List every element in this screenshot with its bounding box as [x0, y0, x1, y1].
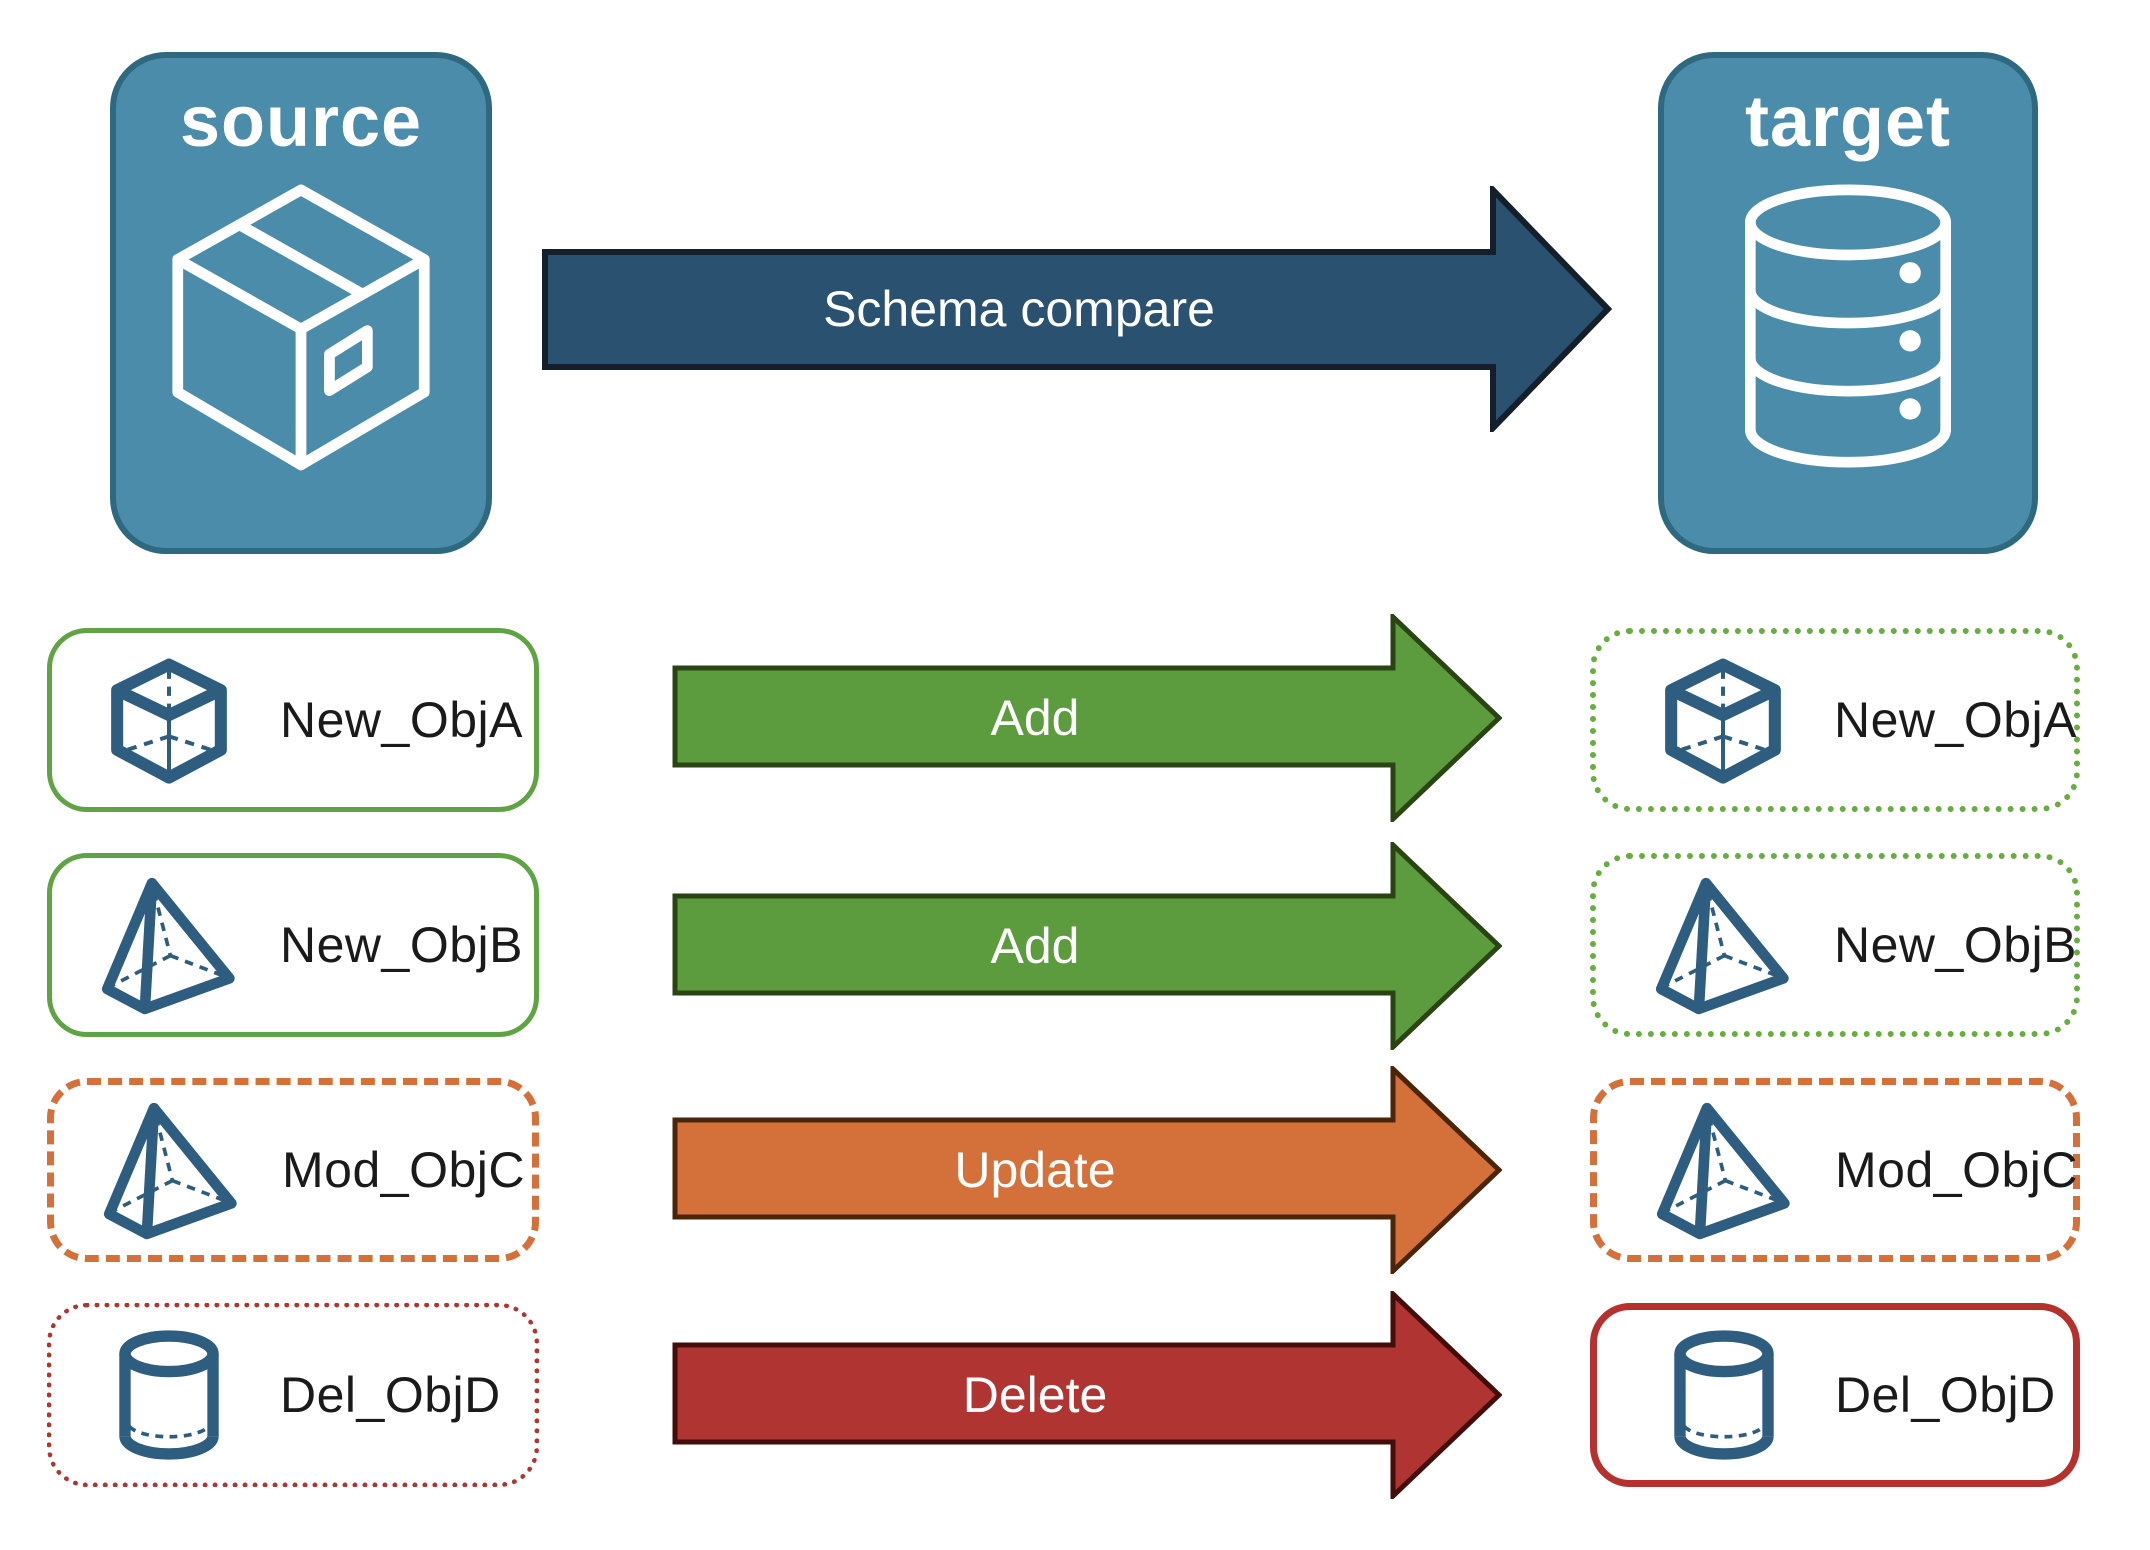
target-object-card-del-objd: Del_ObjD: [1590, 1303, 2080, 1487]
target-object-card-new-objb: New_ObjB: [1590, 853, 2080, 1037]
cylinder-icon: [98, 1324, 240, 1466]
add-arrow-1: Add: [672, 614, 1502, 822]
source-object-card-mod-objc: Mod_ObjC: [47, 1078, 539, 1262]
schema-compare-label: Schema compare: [823, 281, 1215, 337]
update-arrow: Update: [672, 1066, 1502, 1274]
object-label: Del_ObjD: [280, 1367, 501, 1423]
object-label: New_ObjB: [1834, 917, 2077, 973]
object-label: New_ObjA: [280, 692, 523, 748]
object-label: New_ObjB: [280, 917, 523, 973]
pyramid-icon: [1652, 874, 1794, 1016]
source-object-card-new-objb: New_ObjB: [47, 853, 539, 1037]
object-label: Mod_ObjC: [1835, 1142, 2078, 1198]
action-label: Delete: [963, 1367, 1108, 1423]
source-object-card-new-obja: New_ObjA: [47, 628, 539, 812]
cylinder-icon: [1653, 1324, 1795, 1466]
database-icon: [1700, 164, 1996, 494]
pyramid-icon: [98, 874, 240, 1016]
target-object-card-mod-objc: Mod_ObjC: [1590, 1078, 2080, 1262]
action-label: Add: [991, 918, 1080, 974]
action-label: Update: [954, 1142, 1115, 1198]
object-label: Del_ObjD: [1835, 1367, 2056, 1423]
source-title: source: [179, 82, 423, 162]
target-title: target: [1744, 82, 1952, 162]
cube-icon: [98, 649, 240, 791]
pyramid-icon: [100, 1099, 242, 1241]
source-node: source: [110, 52, 492, 554]
add-arrow-2: Add: [672, 842, 1502, 1050]
object-label: New_ObjA: [1834, 692, 2077, 748]
source-object-card-del-objd: Del_ObjD: [47, 1303, 539, 1487]
pyramid-icon: [1653, 1099, 1795, 1241]
cube-icon: [1652, 649, 1794, 791]
target-node: target: [1658, 52, 2038, 554]
delete-arrow: Delete: [672, 1291, 1502, 1499]
package-icon: [143, 164, 459, 494]
schema-compare-arrow: Schema compare: [542, 186, 1613, 432]
target-object-card-new-obja: New_ObjA: [1590, 628, 2080, 812]
action-label: Add: [991, 690, 1080, 746]
object-label: Mod_ObjC: [282, 1142, 525, 1198]
